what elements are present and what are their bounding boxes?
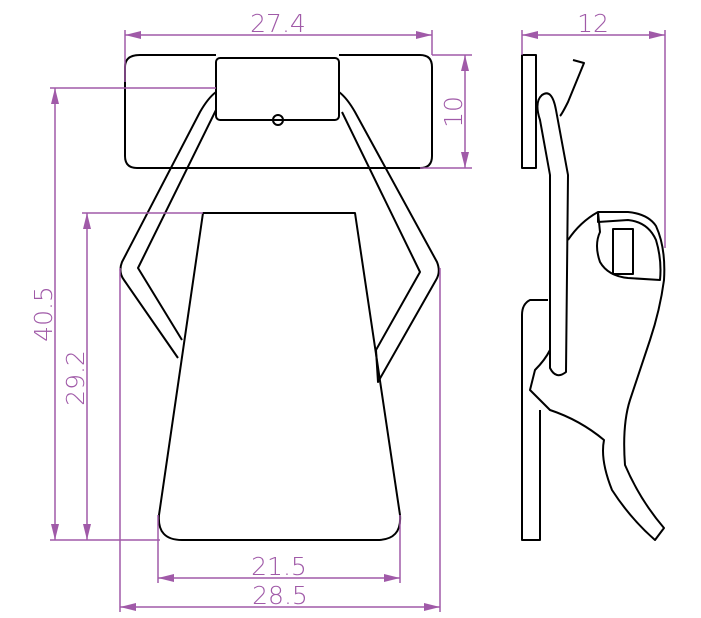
side-slot xyxy=(612,228,634,275)
dimensions: 27.4 10 40.5 29.2 21.5 28.5 12 xyxy=(29,9,666,612)
wire-loop xyxy=(119,91,440,383)
dim-plate-height: 10 xyxy=(439,96,468,128)
dim-handle-height: 29.2 xyxy=(61,350,90,406)
side-plate-bottom xyxy=(521,299,548,541)
side-plate-top xyxy=(521,54,537,169)
side-view xyxy=(521,54,666,541)
dim-overall-width: 28.5 xyxy=(252,581,308,610)
handle xyxy=(157,212,402,541)
front-view xyxy=(119,54,440,541)
top-plate xyxy=(124,54,433,169)
dim-total-height: 40.5 xyxy=(29,286,58,342)
dim-side-depth: 12 xyxy=(577,9,609,38)
hinge-pin xyxy=(272,114,284,126)
hinge-block xyxy=(215,57,340,121)
dim-top-width: 27.4 xyxy=(250,9,306,38)
dim-handle-bottom-width: 21.5 xyxy=(251,552,307,581)
side-wire xyxy=(536,59,585,377)
side-lever xyxy=(529,211,666,541)
